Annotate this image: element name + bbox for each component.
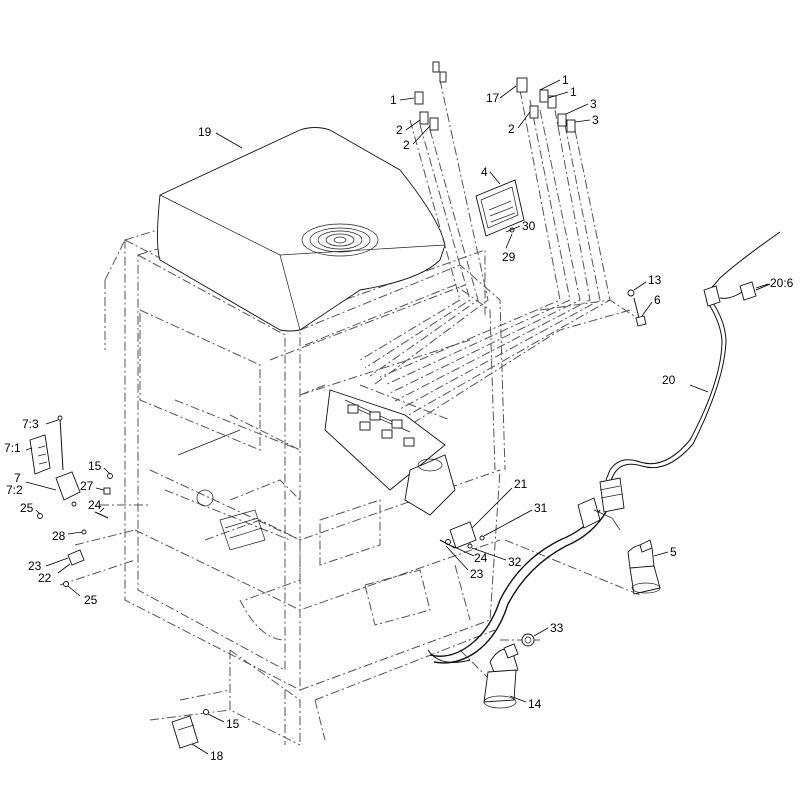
- harness-connectors: [414, 61, 576, 133]
- connector-2-upper: [419, 111, 429, 125]
- wiring-harness-bundles: [359, 79, 631, 426]
- callout-24: 24: [88, 498, 102, 512]
- part-24-left: [94, 511, 109, 519]
- part-15-bottom: [203, 709, 209, 715]
- part-25-upper: [37, 513, 43, 519]
- callout-7-1: 7:1: [4, 441, 21, 455]
- callout-5: 5: [670, 545, 677, 559]
- part-7-3: [59, 417, 64, 471]
- part-25-lower: [63, 581, 69, 587]
- cable-20-plug: [599, 477, 625, 513]
- leader-lines: [25, 79, 769, 755]
- callout-29: 29: [502, 250, 516, 264]
- callout-1: 1: [562, 73, 569, 87]
- callout-1: 1: [390, 93, 397, 107]
- part-20-6: [739, 281, 757, 301]
- connector-1-left: [414, 91, 424, 105]
- connector-2-right: [529, 105, 539, 119]
- callout-28: 28: [52, 529, 66, 543]
- callout-14: 14: [528, 697, 542, 711]
- callout-7-2: 7:2: [6, 483, 23, 497]
- connector-3-a: [557, 113, 567, 127]
- callout-15: 15: [226, 717, 240, 731]
- connector-2-lower: [429, 117, 439, 131]
- part-21: [449, 521, 477, 549]
- callout-7-3: 7:3: [22, 417, 39, 431]
- callout-23: 23: [28, 559, 42, 573]
- callout-3: 3: [592, 113, 599, 127]
- connector-17: [516, 77, 528, 93]
- connector-top-a: [432, 61, 440, 73]
- callout-22: 22: [38, 571, 52, 585]
- relay-bracket: [439, 521, 485, 549]
- callout-13: 13: [648, 273, 662, 287]
- part-7-1: [29, 434, 51, 475]
- connector-1-right-b: [547, 95, 557, 109]
- callout-4: 4: [481, 165, 488, 179]
- cab-frame: [59, 194, 641, 746]
- callout-20-6: 20:6: [770, 276, 794, 290]
- callout-2: 2: [396, 123, 403, 137]
- control-panel: [324, 389, 456, 516]
- callout-30: 30: [522, 219, 536, 233]
- part-18-and-15: [171, 709, 209, 749]
- callout-17: 17: [486, 91, 500, 105]
- callout-18: 18: [210, 749, 224, 763]
- callout-6: 6: [654, 293, 661, 307]
- part-32: [467, 543, 473, 549]
- part-13-and-6: [627, 289, 647, 327]
- joystick-14: [483, 643, 519, 709]
- callout-27: 27: [80, 479, 94, 493]
- callout-20: 20: [662, 373, 676, 387]
- part-27: [103, 487, 111, 495]
- part-22: [67, 549, 85, 566]
- part-18: [171, 715, 199, 749]
- callout-31: 31: [534, 501, 548, 515]
- callout-23: 23: [470, 567, 484, 581]
- callout-32: 32: [508, 555, 522, 569]
- part-13: [627, 289, 635, 297]
- callout-1: 1: [570, 85, 577, 99]
- callout-2: 2: [508, 122, 515, 136]
- joystick-5: [627, 539, 661, 595]
- callout-25: 25: [84, 593, 98, 607]
- connector-3-b: [566, 119, 576, 133]
- antenna-bracket-assembly: [29, 415, 113, 587]
- callout-2: 2: [403, 138, 410, 152]
- callout-33: 33: [550, 621, 564, 635]
- callout-labels: 19 1 2 2 17 1 1 2 3 3 4 30 29 13 6 20:6 …: [4, 73, 794, 763]
- part-33: [521, 633, 535, 647]
- part-6: [635, 315, 647, 327]
- part-7-2: [55, 471, 81, 501]
- connector-1-right-a: [539, 89, 549, 103]
- cable-20: [599, 231, 781, 513]
- callout-3: 3: [590, 97, 597, 111]
- connector-top-b: [439, 71, 447, 83]
- callout-24: 24: [474, 551, 488, 565]
- roof-panel: [157, 127, 446, 332]
- callout-7: 7: [14, 471, 21, 485]
- callout-21: 21: [514, 477, 528, 491]
- seat-base: [177, 429, 266, 551]
- callout-19: 19: [198, 125, 212, 139]
- joystick-harness: [427, 497, 621, 664]
- display-module: [475, 179, 525, 237]
- part-15-left: [107, 473, 113, 479]
- part-31: [479, 535, 485, 541]
- callout-25: 25: [20, 501, 34, 515]
- callout-15: 15: [88, 459, 102, 473]
- part-28: [81, 529, 87, 535]
